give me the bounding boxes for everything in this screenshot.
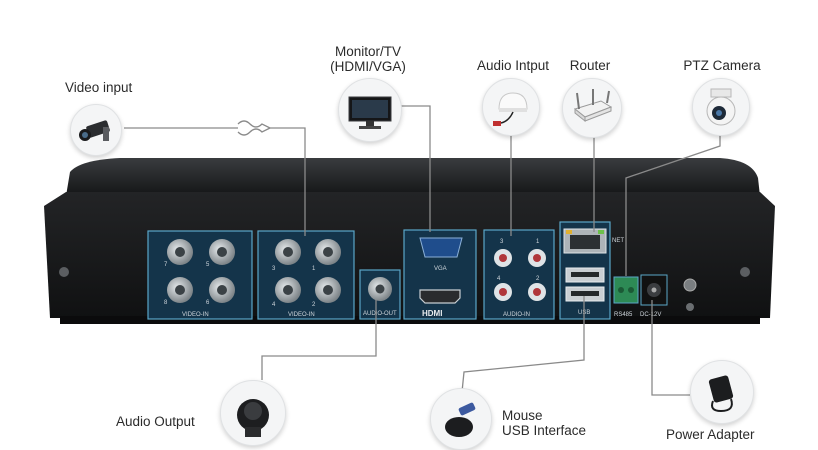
mouse-label-line2: USB Interface xyxy=(502,423,587,438)
vga-port xyxy=(419,237,463,258)
ground-screw xyxy=(683,278,697,292)
screw xyxy=(59,267,69,277)
bnc-number: 1 xyxy=(312,266,316,272)
audio-out-label: AUDIO-OUT xyxy=(363,311,397,317)
bnc-number: 7 xyxy=(164,262,168,268)
audio-in-number: 1 xyxy=(536,239,540,245)
bnc-connector-group-2 xyxy=(275,239,341,303)
router-icon xyxy=(562,78,622,138)
ptz-camera-icon xyxy=(692,78,750,136)
bnc-number: 4 xyxy=(272,302,276,308)
device-base xyxy=(60,316,760,324)
camera-icon xyxy=(70,104,122,156)
bnc-number: 2 xyxy=(312,302,316,308)
bnc-connector-group-1 xyxy=(167,239,235,303)
ptz-camera-label: PTZ Camera xyxy=(683,58,761,73)
rs485-label: RS485 xyxy=(614,312,633,318)
audio-in-label: AUDIO-IN xyxy=(503,312,530,318)
audio-in-panel xyxy=(483,229,555,320)
bnc-number: 6 xyxy=(206,300,210,306)
bnc-number: 8 xyxy=(164,300,168,306)
bnc-number: 5 xyxy=(206,262,210,268)
power-adapter-icon xyxy=(690,360,754,424)
video-in-panel-1 xyxy=(147,230,253,320)
speaker-icon xyxy=(220,380,286,446)
rs485-port xyxy=(613,276,639,304)
microphone-icon xyxy=(482,78,540,136)
router-label: Router xyxy=(569,58,611,73)
audio-in-number: 3 xyxy=(500,239,504,245)
video-input-label: Video input xyxy=(65,80,133,95)
vga-label: VGA xyxy=(434,266,447,272)
audio-input-label: Audio Intput xyxy=(476,58,550,73)
video-in-label-1: VIDEO-IN xyxy=(182,312,209,318)
monitor-label-line1: Monitor/TV xyxy=(334,44,402,59)
monitor-label-line2: (HDMI/VGA) xyxy=(330,59,406,74)
audio-in-number: 2 xyxy=(536,276,540,282)
hdmi-label: HDMI xyxy=(422,309,442,318)
screw xyxy=(740,267,750,277)
dc-label: DC-12V xyxy=(640,312,661,318)
audio-output-label: Audio Output xyxy=(116,414,195,429)
device-top-lid xyxy=(66,158,760,196)
monitor-icon xyxy=(338,78,402,142)
video-in-label-2: VIDEO-IN xyxy=(288,312,315,318)
ground-screw xyxy=(686,303,694,311)
hdmi-port xyxy=(419,289,461,304)
mouse-label-line1: Mouse xyxy=(502,408,543,423)
bnc-number: 3 xyxy=(272,266,276,272)
audio-in-number: 4 xyxy=(497,276,501,282)
mouse-icon xyxy=(430,388,492,450)
net-label: NET xyxy=(612,238,624,244)
rca-connectors xyxy=(494,249,546,301)
power-adapter-label: Power Adapter xyxy=(666,427,755,442)
